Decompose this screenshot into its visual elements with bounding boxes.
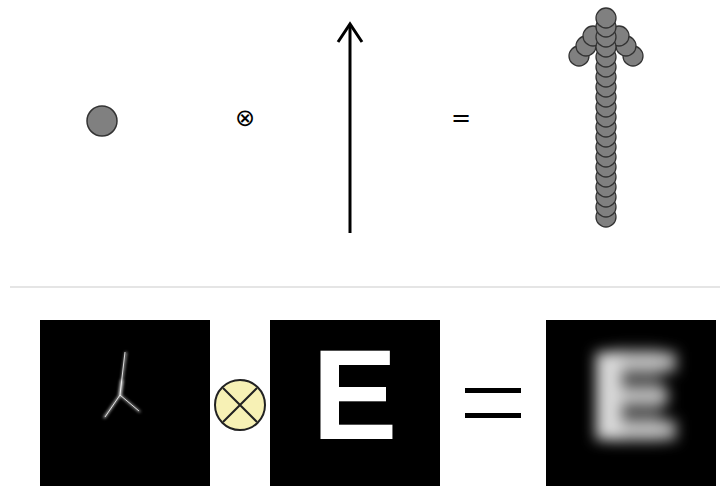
arrow-head — [338, 24, 362, 42]
object-letter: E — [312, 331, 397, 459]
convolution-operator: ⊗ — [235, 106, 255, 130]
arrow-object — [349, 26, 352, 233]
separator-line — [10, 286, 720, 288]
equals-bar — [465, 413, 521, 418]
point-source — [87, 106, 117, 136]
object-image — [270, 320, 440, 486]
psf-star — [104, 352, 140, 418]
blurred-e — [596, 348, 676, 442]
psf-image — [40, 320, 210, 486]
equals-sign: = — [451, 106, 471, 130]
blurred-image — [546, 320, 716, 486]
psf-core — [105, 352, 139, 417]
equals-bar — [465, 388, 521, 393]
beaded-arrow — [569, 8, 643, 227]
convolution-symbol — [215, 380, 265, 430]
convolution-cross — [223, 388, 257, 422]
